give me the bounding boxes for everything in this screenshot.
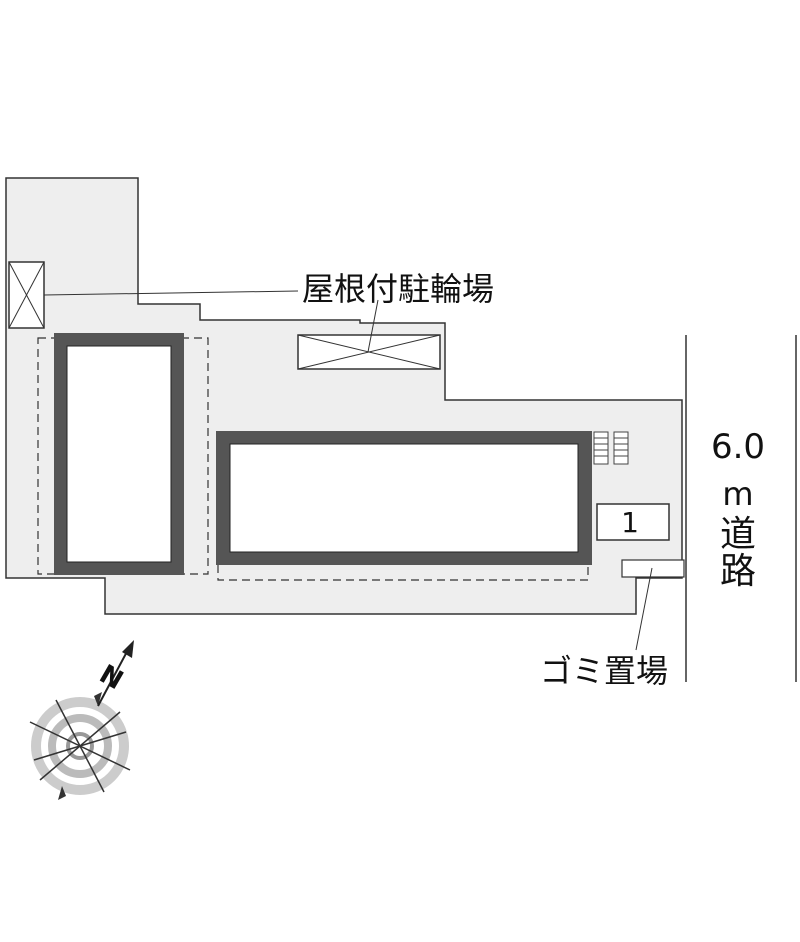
garbage-leader [635,567,653,651]
right-building-balcony [217,565,589,581]
garbage-label: ゴミ置場 [540,652,668,690]
bike-parking-leader-2 [367,299,379,353]
garbage-area [621,559,685,578]
road-char-1: 道 [720,514,756,555]
mailbox-icon [593,431,629,465]
bike-parking-box [297,334,441,370]
road-unit: m [722,475,753,513]
road-char-2: 路 [720,551,756,592]
storage-box [8,261,45,329]
bike-parking-leader [43,290,299,296]
compass-icon [29,640,134,800]
left-building [54,333,184,575]
bike-parking-label: 屋根付駐輪場 [302,270,494,308]
parking-space [596,503,670,541]
compass-north-letter: N [94,659,128,696]
right-building [216,431,592,565]
parking-number: 1 [621,506,639,539]
road-width: 6.0 [711,427,765,467]
